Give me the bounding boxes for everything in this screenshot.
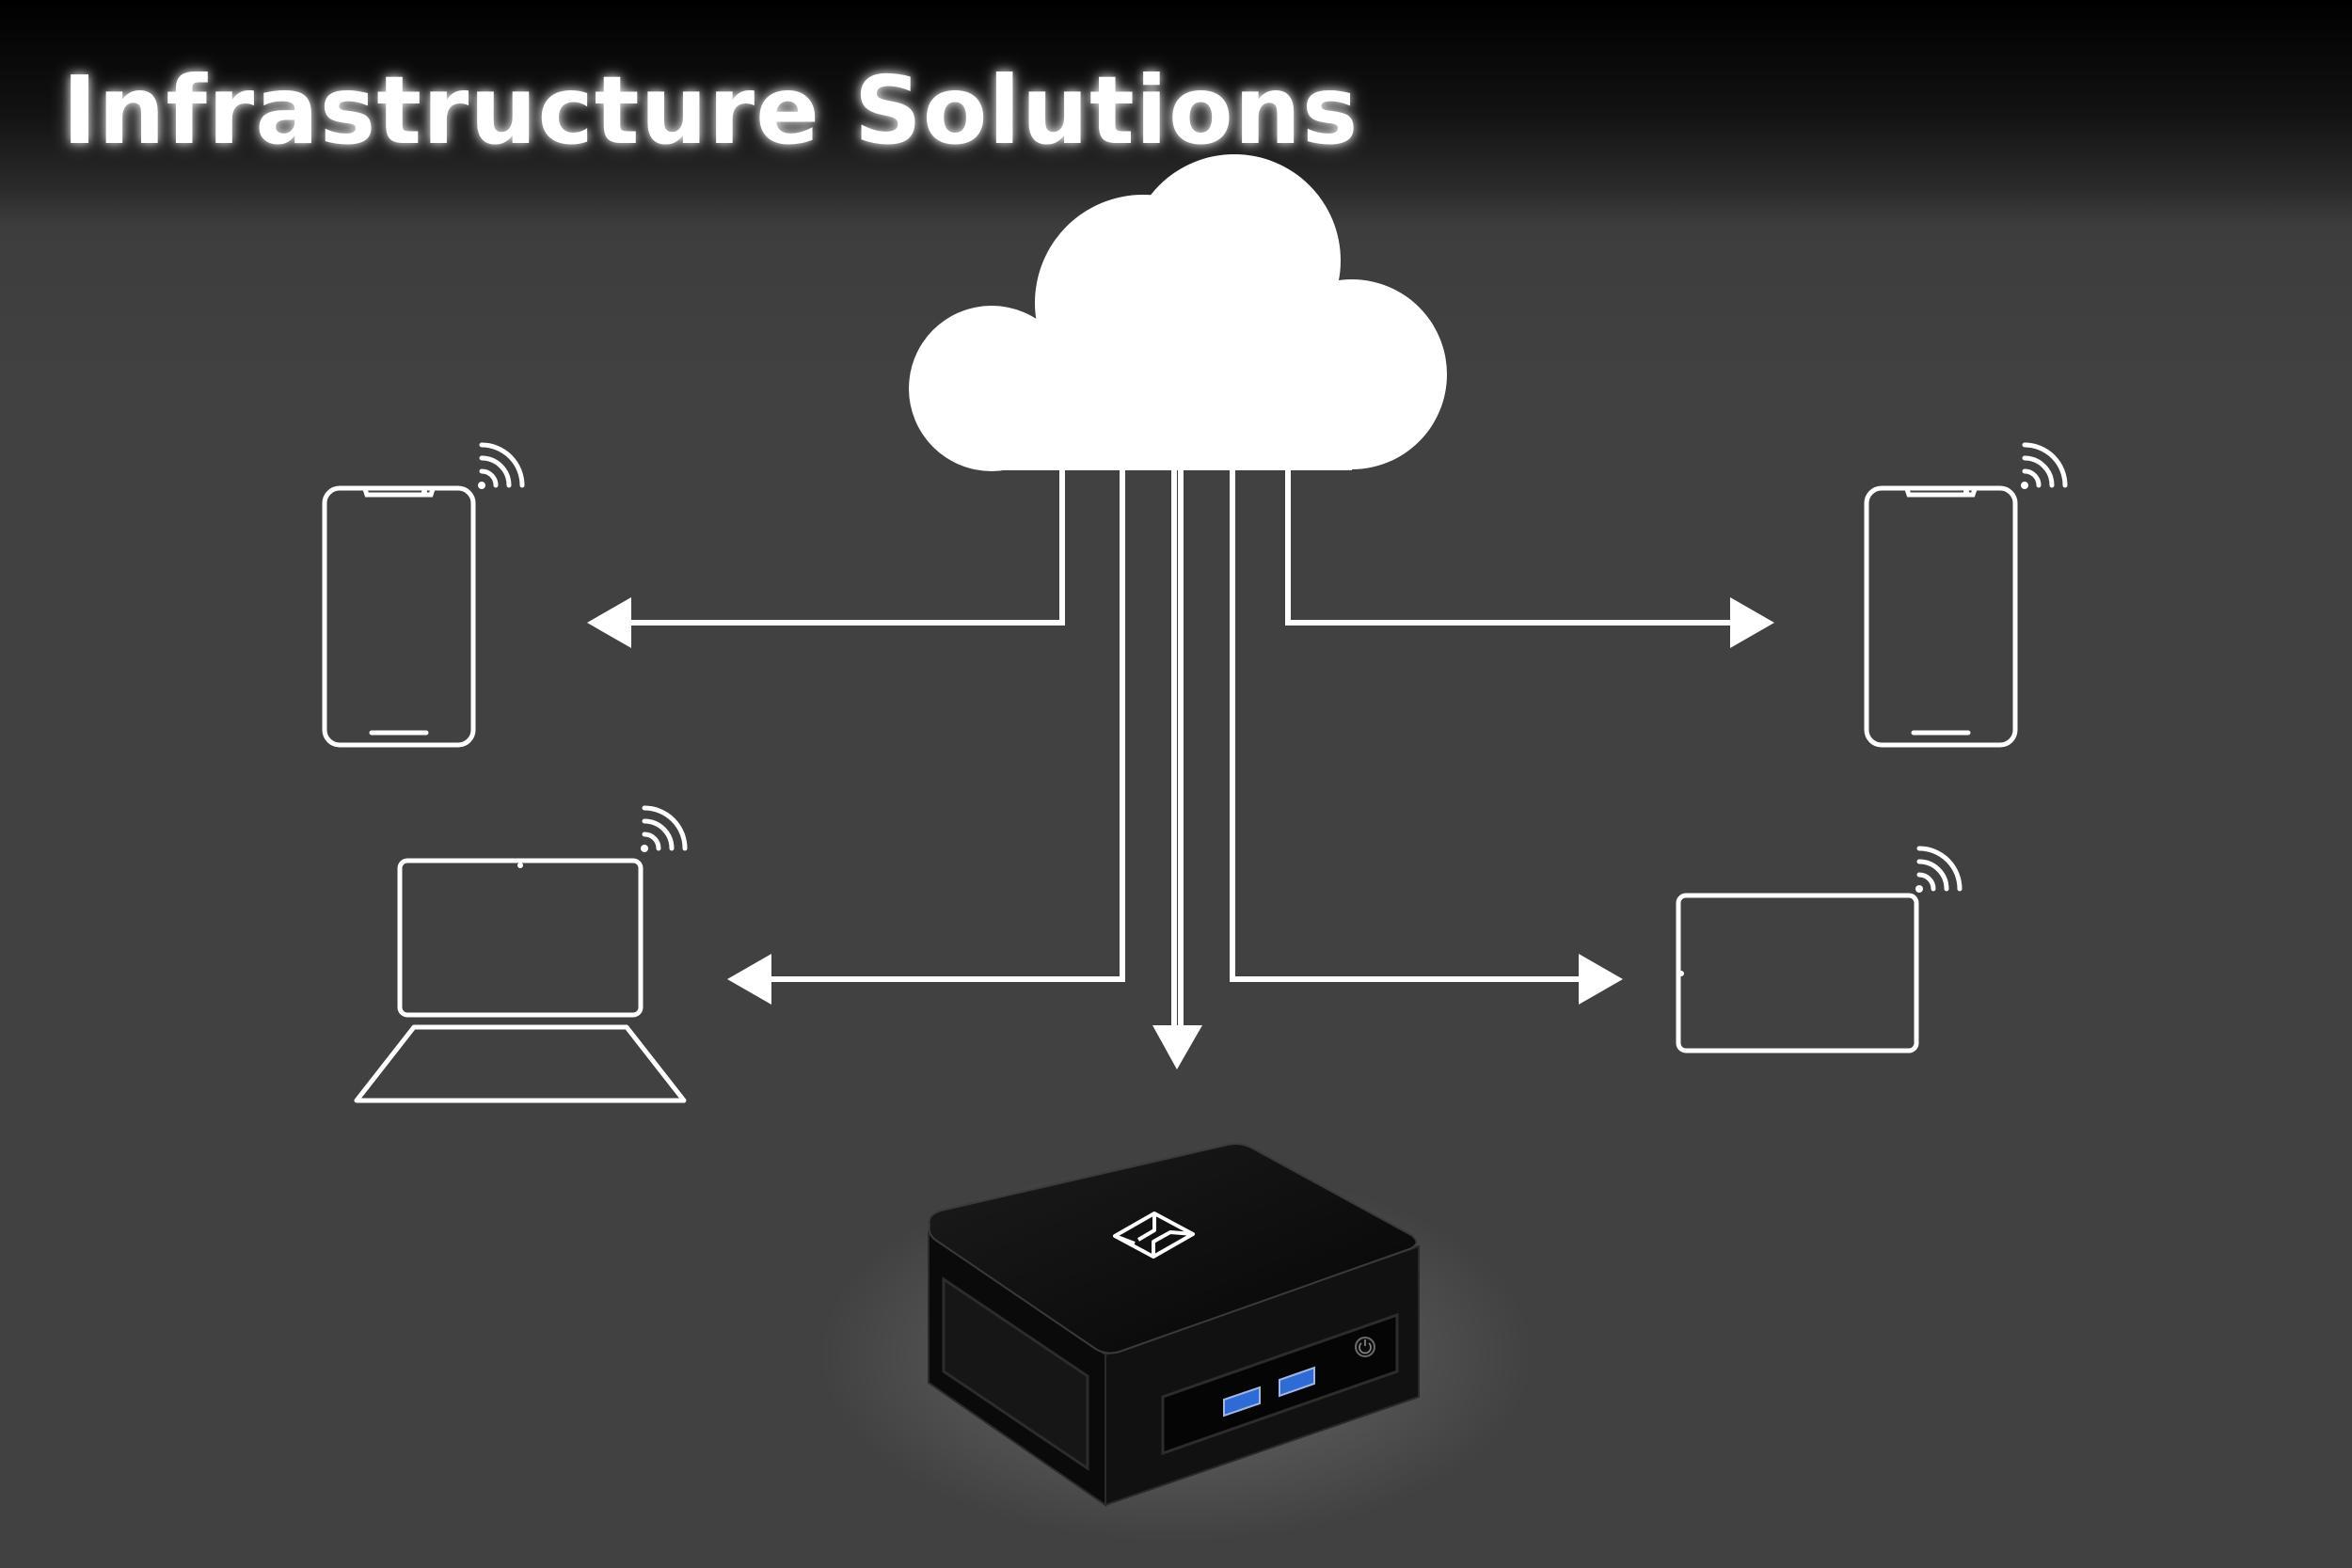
tablet-icon — [1676, 893, 1919, 1053]
wifi-signal-icon — [478, 442, 525, 489]
page-title: Infrastructure Solutions — [62, 55, 1359, 166]
cloud-icon — [909, 154, 1447, 471]
usb-port — [1223, 1386, 1261, 1418]
wifi-signal-icon — [1915, 846, 1963, 893]
arrowhead-phone-right — [1730, 597, 1774, 648]
connector-to-laptop — [758, 470, 1125, 982]
arrowhead-laptop — [727, 954, 771, 1005]
connection-lines — [619, 470, 1733, 1030]
usb-port — [1279, 1366, 1315, 1398]
arrowhead-tablet — [1579, 954, 1623, 1005]
connector-to-tablet — [1230, 470, 1584, 982]
smartphone-icon — [322, 485, 476, 748]
arrowhead-mini-pc — [1152, 1025, 1202, 1069]
connector-to-phone-right — [1285, 470, 1733, 626]
arrowhead-phone-left — [587, 597, 631, 648]
smartphone-icon — [1864, 485, 2018, 748]
connector-to-phone-left — [619, 470, 1065, 626]
wifi-signal-icon — [641, 805, 688, 852]
arrowheads — [587, 597, 1774, 1069]
mini-pc-device — [818, 1143, 1534, 1543]
cube-logo — [1113, 1212, 1195, 1259]
wifi-signal-icon — [2021, 442, 2068, 489]
laptop-icon — [354, 858, 687, 1103]
power-button — [1355, 1337, 1375, 1357]
